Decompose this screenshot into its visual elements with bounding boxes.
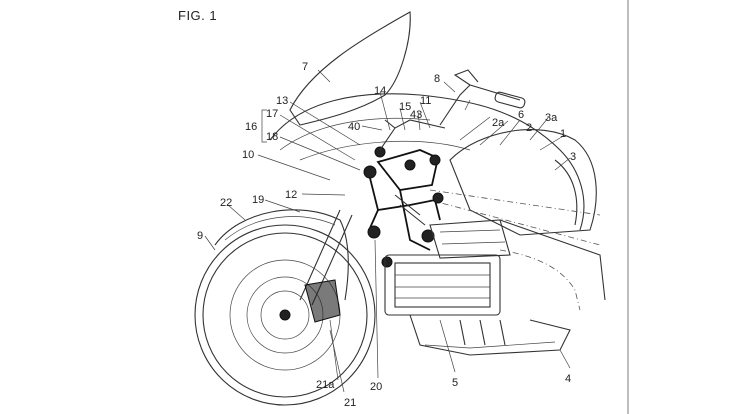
ref-1: 1 (560, 128, 566, 140)
ref-5: 5 (452, 377, 458, 389)
ref-6: 6 (518, 109, 524, 121)
engine (384, 219, 511, 316)
ref-11: 11 (420, 95, 431, 107)
ref-2a: 2a (492, 117, 505, 129)
ref-14: 14 (374, 85, 386, 97)
ref-17: 17 (266, 108, 278, 120)
ref-4: 4 (565, 373, 571, 385)
front-fender (214, 209, 349, 301)
ref-3: 3 (570, 151, 576, 163)
suspension-arm-upper (376, 149, 440, 191)
radiator-hose (499, 249, 581, 311)
ref-3a: 3a (545, 112, 558, 124)
ref-19: 19 (252, 194, 264, 206)
ref-7: 7 (302, 61, 308, 73)
ref-21a: 21a (316, 379, 335, 391)
exhaust (409, 314, 571, 356)
ref-12: 12 (285, 189, 297, 201)
ref-21: 21 (344, 397, 356, 409)
ref-43: 43 (410, 109, 422, 121)
figure-label: FIG. 1 (178, 8, 218, 23)
ref-2: 2 (526, 122, 532, 134)
grip (494, 91, 526, 109)
brake-caliper (304, 279, 341, 323)
ref-15: 15 (399, 101, 411, 113)
ref-18: 18 (266, 131, 278, 143)
ref-16: 16 (245, 121, 257, 133)
ref-22: 22 (220, 197, 232, 209)
ref-8: 8 (434, 73, 440, 85)
ref-13: 13 (276, 95, 288, 107)
suspension-link-left (367, 169, 379, 229)
fairing-upper (269, 93, 585, 231)
body-tank (449, 129, 597, 236)
windscreen (289, 11, 411, 126)
ref-10: 10 (242, 149, 254, 161)
ref-20: 20 (370, 381, 382, 393)
handlebar (439, 69, 521, 126)
ref-40: 40 (348, 121, 360, 133)
ref-9: 9 (197, 230, 203, 242)
